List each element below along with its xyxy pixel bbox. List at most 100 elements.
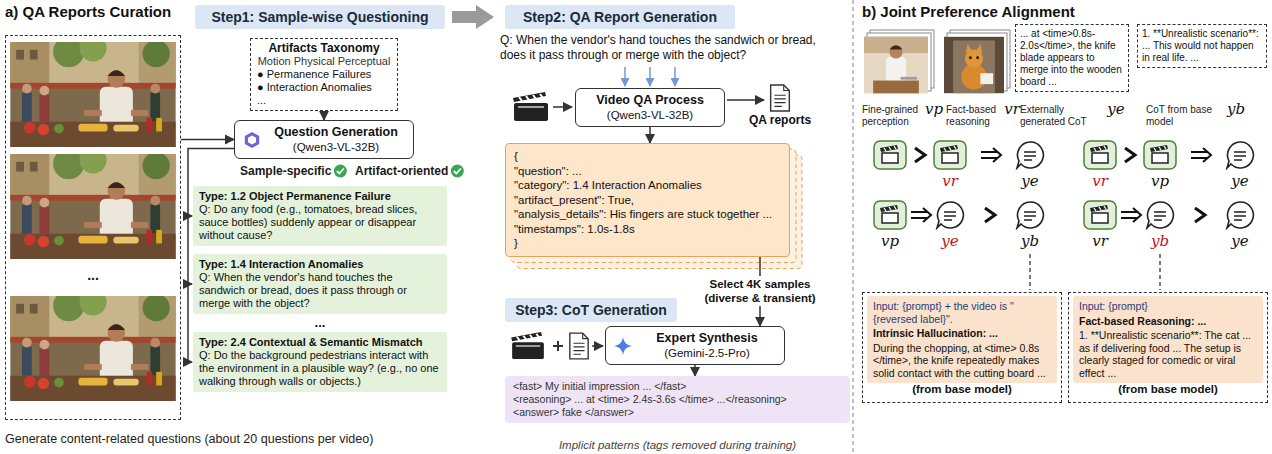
doc-icon: [570, 333, 588, 359]
bracket-tick: [188, 361, 192, 363]
qwen-logo: [243, 131, 261, 149]
label-text: ye: [930, 232, 970, 250]
cot-output: <fast> My initial impression ... </fast>…: [505, 376, 850, 423]
qa-report: {"question": ..."category": 1.4 Interact…: [505, 143, 790, 257]
node-text: ● Interaction Anomalies: [257, 81, 391, 94]
node-text: "timestamps": 1.0s-1.8s: [514, 222, 781, 237]
drawing-part: [1147, 202, 1173, 228]
cot-card: 1. **Unrealistic scenario**: ... This wo…: [1137, 24, 1267, 68]
cot-card: ... at <time>0.8s-2.0s</time>, the knife…: [1015, 24, 1129, 92]
label-text: Externally generated CoT: [1020, 104, 1106, 128]
label-text: a) QA Reports Curation: [5, 3, 171, 20]
node-text: (Qwen3-VL-32B): [582, 108, 718, 122]
label-text: vr: [1080, 232, 1120, 250]
node-text: (Qwen3-VL-32B): [265, 140, 407, 154]
node-text: "category": 1.4 Interaction Anomalies: [514, 178, 781, 193]
label-text: Generate content-related questions (abou…: [5, 432, 373, 446]
question-card: Type: 1.4 Interaction AnomaliesQ: When t…: [193, 254, 447, 314]
step-band: Step1: Sample-wise Questioning: [195, 5, 445, 29]
drawing-part: [874, 201, 906, 229]
drawing-part: [1191, 148, 1211, 162]
node-text: During the chopping, at <time> 0.8s </ti…: [873, 342, 1051, 380]
drawing-part: [1017, 202, 1043, 228]
callout-body: Input: {prompt} + the video is "{reverse…: [867, 296, 1057, 383]
label-text: ...: [193, 316, 447, 329]
drawing-part: [937, 202, 963, 228]
gem-logo: [614, 337, 632, 355]
label-text: Fine-grained perception: [862, 104, 924, 128]
drawing-part: [1125, 148, 1135, 162]
drawing-part: [1227, 142, 1253, 168]
label-text: Implicit patterns (tags removed during t…: [505, 439, 850, 451]
label-text: ye: [1096, 100, 1136, 118]
drawing-part: [1121, 208, 1141, 222]
question-card: Type: 2.4 Contextual & Semantic Mismatch…: [193, 332, 447, 392]
label-text: ye: [1220, 172, 1260, 190]
label-text: Sample-specific: [240, 164, 331, 178]
callout-leaders: [1030, 254, 1160, 290]
input-arrow: [592, 345, 603, 347]
node-text: ● Permanence Failures: [257, 68, 391, 81]
node-text: ...: [257, 94, 391, 107]
node-text: Expert Synthesis: [636, 331, 778, 346]
step-arrow: [452, 5, 494, 29]
node-text: Input: {prompt}: [1079, 300, 1257, 313]
frame-images: [10, 34, 175, 401]
drawing-part: [649, 67, 651, 86]
label-text: QA reports: [740, 113, 820, 127]
node-text: Q: Do the background pedestrians interac…: [199, 349, 441, 388]
label-text: yb: [1216, 100, 1256, 118]
label-text: CoT from base model: [1146, 104, 1222, 128]
node-text: (from base model): [867, 383, 1057, 395]
step-band: Step3: CoT Generation: [505, 298, 677, 322]
label-text: vr: [1080, 172, 1120, 190]
node-text: Type: 1.4 Interaction Anomalies: [199, 258, 441, 271]
check-tick: [337, 169, 344, 174]
edge-label: Select 4K samples (diverse & transient): [685, 276, 835, 306]
label-text: vp: [1140, 172, 1180, 190]
drawing-part: [985, 208, 995, 222]
drawing-part: [1195, 208, 1205, 222]
drawing-part: [934, 141, 966, 169]
node-text: ... at <time>0.8s-2.0s</time>, the knife…: [1020, 28, 1124, 88]
drawing-part: [864, 37, 928, 94]
drawing-part: [1144, 141, 1176, 169]
connector: [181, 139, 234, 141]
logo-shape: [248, 135, 256, 144]
check-circle: [334, 165, 347, 178]
base-model-callout: Input: {prompt} + the video is "{reverse…: [862, 292, 1062, 403]
drawing-part: [10, 288, 175, 401]
node-text: Q: When the vendor's hand touches the sa…: [199, 271, 441, 310]
drawing-part: [911, 208, 931, 222]
node-text: Step2: QA Report Generation: [523, 9, 717, 25]
node-text: Artifacts Taxonomy: [257, 42, 391, 55]
node-text: {: [514, 149, 781, 164]
drawing-part: [1029, 254, 1030, 290]
model-box: Video QA Process(Qwen3-VL-32B): [575, 88, 725, 127]
node-text: 1. **Unrealistic scenario**: The cat ...…: [1079, 329, 1257, 379]
logo-shape: [245, 131, 259, 147]
node-text: Step3: CoT Generation: [515, 302, 667, 318]
label-text: vr: [930, 172, 970, 190]
node-text: Intrinsic Hallucination: ...: [873, 327, 1051, 340]
callout-body: Input: {prompt} Fact-based Reasoning: ...…: [1073, 296, 1263, 383]
check-tick: [454, 169, 461, 174]
drawing-part: [674, 67, 676, 86]
panel-divider: [852, 0, 853, 454]
label-text: Q: When the vendor's hand touches the sa…: [500, 33, 845, 62]
plus-sign: [553, 341, 563, 351]
node-text: Fact-based Reasoning: ...: [1079, 315, 1257, 328]
node-text: Q: Do any food (e.g., tomatoes, bread sl…: [199, 203, 441, 242]
frame-stack: ...: [5, 35, 181, 420]
input-arrow: [553, 106, 572, 108]
clapper-icon: [513, 92, 548, 121]
node-text: <answer> fake </answer>: [513, 406, 842, 419]
label-text: yb: [1010, 232, 1050, 250]
drawing-part: [874, 141, 906, 169]
node-text: Motion Physical Perceptual: [257, 55, 391, 68]
preference-row: [874, 141, 1253, 169]
node-text: "question": ...: [514, 164, 781, 179]
drawing-part: [1084, 141, 1116, 169]
node-text: Video QA Process: [582, 93, 718, 108]
label-text: vp: [870, 232, 910, 250]
